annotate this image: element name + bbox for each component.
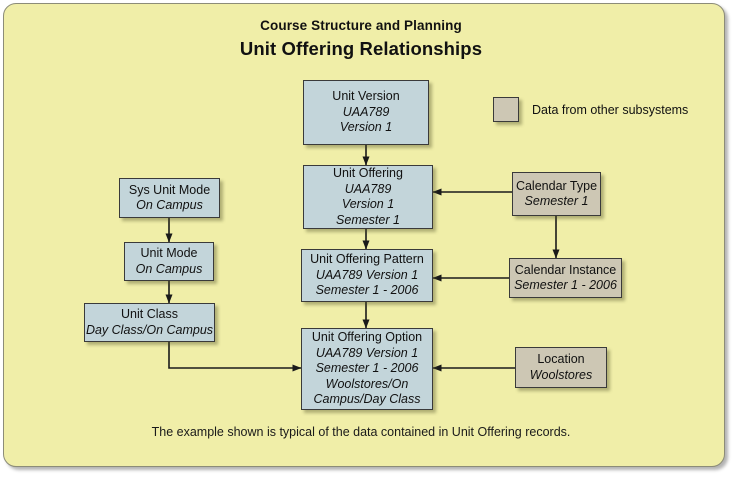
node-title: Calendar Instance (514, 262, 617, 277)
node-detail: Version 1 (339, 120, 393, 135)
node-title: Unit Version (332, 89, 400, 104)
node-detail: On Campus (136, 198, 203, 212)
node-detail: Semester 1 - 2006 (514, 278, 617, 292)
node-title: Unit Offering Option (311, 330, 423, 345)
node-calendar-instance[interactable]: Calendar Instance Semester 1 - 2006 (509, 258, 622, 298)
node-location[interactable]: Location Woolstores (515, 347, 607, 388)
node-detail: Semester 1 (524, 194, 589, 208)
node-detail: UAA789 (342, 104, 390, 119)
node-title: Location (537, 352, 585, 366)
diagram-subtitle: Course Structure and Planning (260, 18, 462, 33)
node-title: Unit Class (121, 307, 178, 321)
legend: Data from other subsystems (493, 97, 688, 122)
node-title: Unit Offering Pattern (310, 252, 424, 267)
legend-swatch-icon (493, 97, 519, 122)
node-detail: Semester 1 - 2006 (315, 361, 419, 376)
node-calendar-type[interactable]: Calendar Type Semester 1 (512, 172, 601, 216)
node-unit-offering-option[interactable]: Unit Offering Option UAA789 Version 1 Se… (301, 328, 433, 410)
node-unit-mode[interactable]: Unit Mode On Campus (124, 242, 214, 281)
node-detail: Semester 1 (336, 212, 400, 227)
node-detail: Day Class/On Campus (85, 322, 214, 337)
node-unit-offering[interactable]: Unit Offering UAA789 Version 1 Semester … (303, 165, 433, 229)
node-detail: Semester 1 - 2006 (315, 283, 419, 298)
node-detail: Version 1 (341, 197, 395, 211)
node-detail: Woolstores/On (325, 376, 409, 391)
page-title: Unit Offering Relationships (239, 38, 483, 59)
footer-note: The example shown is typical of the data… (151, 425, 571, 439)
node-detail: Woolstores (529, 367, 593, 382)
node-detail: Campus/Day Class (313, 392, 421, 407)
node-sys-unit-mode[interactable]: Sys Unit Mode On Campus (119, 178, 220, 218)
node-detail: UAA789 (344, 181, 392, 196)
node-title: Unit Offering (333, 166, 403, 180)
node-title: Calendar Type (515, 178, 598, 193)
node-detail: UAA789 Version 1 (315, 267, 419, 282)
node-unit-version[interactable]: Unit Version UAA789 Version 1 (303, 80, 429, 145)
node-detail: On Campus (135, 261, 203, 276)
node-detail: UAA789 Version 1 (315, 345, 419, 360)
node-title: Sys Unit Mode (128, 182, 211, 197)
node-title: Unit Mode (140, 246, 198, 260)
node-unit-offering-pattern[interactable]: Unit Offering Pattern UAA789 Version 1 S… (301, 249, 433, 302)
legend-label: Data from other subsystems (532, 102, 689, 117)
node-unit-class[interactable]: Unit Class Day Class/On Campus (84, 303, 215, 342)
